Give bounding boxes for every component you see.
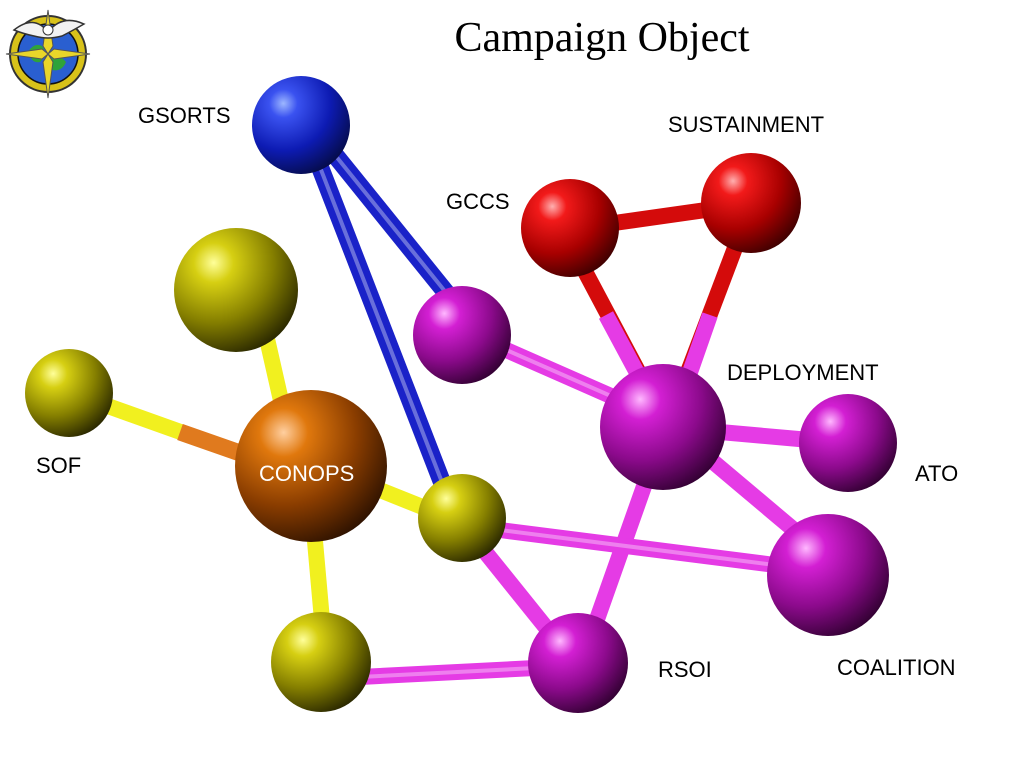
label-gccs: GCCS (446, 189, 510, 214)
logo-seal (5, 9, 91, 99)
edge-olive-bottom-rsoi (359, 660, 536, 685)
label-deployment: DEPLOYMENT (727, 360, 879, 385)
node-gccs (521, 179, 619, 277)
node-purple-small (413, 286, 511, 384)
node-sof (25, 349, 113, 437)
edge-gsorts-purple-small (327, 149, 460, 306)
label-ato: ATO (915, 461, 958, 486)
node-conops (235, 390, 387, 542)
edge-gsorts-olive-mid (309, 158, 454, 494)
label-sustainment: SUSTAINMENT (668, 112, 824, 137)
edge-deployment-coalition (699, 448, 806, 542)
label-coalition: COALITION (837, 655, 956, 680)
edge-conops-olive-mid (377, 482, 428, 516)
edge-olive-mid-rsoi (475, 542, 559, 641)
node-coalition (767, 514, 889, 636)
edges (102, 149, 811, 685)
node-deployment (600, 364, 726, 490)
node-olive-top (174, 228, 298, 352)
label-gsorts: GSORTS (138, 103, 231, 128)
edge-conops-olive-bottom (306, 529, 330, 621)
node-gsorts (252, 76, 350, 174)
label-sof: SOF (36, 453, 81, 478)
page-title: Campaign Object (454, 15, 750, 61)
node-ato (799, 394, 897, 492)
node-sustainment (701, 153, 801, 253)
edge-sof-conops-orange (177, 423, 243, 462)
edge-purple-small-deployment (491, 337, 624, 408)
node-rsoi (528, 613, 628, 713)
edge-gccs-sustainment (598, 200, 722, 233)
label-rsoi: RSOI (658, 657, 712, 682)
node-olive-bottom (271, 612, 371, 712)
edge-deployment-ato (719, 424, 811, 448)
edge-olive-mid-coalition (498, 522, 777, 573)
label-conops: CONOPS (259, 461, 354, 486)
node-olive-mid (418, 474, 506, 562)
edge-sustainment-deployment-m (680, 312, 718, 381)
